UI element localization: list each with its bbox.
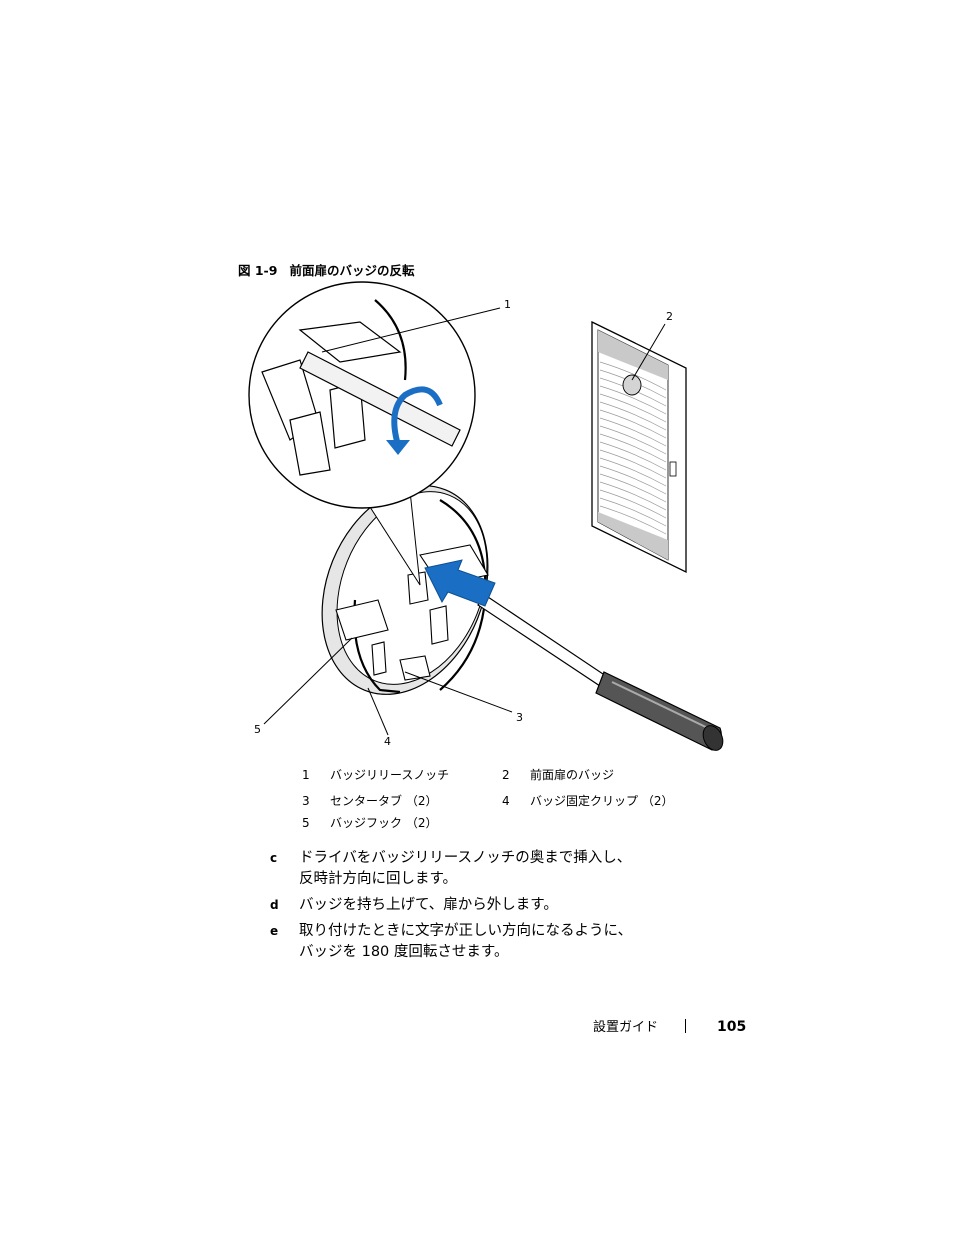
door-badge [622,374,642,396]
callout-line-1 [321,307,501,353]
callout-3: 3 [516,711,523,724]
step-text-line: 反時計方向に回します。 [299,871,458,887]
rotation-arrow-head [386,440,410,455]
legend-item: 4 バッジ固定クリップ （2） [502,792,673,809]
callout-line-4 [367,687,389,736]
legend-text: センタータブ （2） [330,794,438,808]
step-text-line: ドライバをバッジリリースノッチの奥まで挿入し、 [299,850,632,866]
page-number: 105 [717,1019,747,1035]
footer-separator [685,1019,687,1033]
legend-number: 3 [302,794,310,808]
step-text-line: バッジを持ち上げて、扉から外します。 [299,897,558,913]
callout-4: 4 [384,735,391,748]
page-footer: 設置ガイド 105 [593,1016,746,1035]
legend-item: 2 前面扉のバッジ [502,766,614,783]
front-door-drawing [591,320,687,574]
step-e: e 取り付けたときに文字が正しい方向になるように、 バッジを 180 度回転させ… [270,921,719,963]
legend-number: 5 [302,816,310,830]
figure-title: 前面扉のバッジの反転 [289,263,415,278]
door-vent-lines [599,361,667,535]
step-marker: c [270,851,278,865]
legend-text: バッジ固定クリップ （2） [530,794,674,808]
callout-line-2 [631,323,666,381]
legend-item: 1 バッジリリースノッチ [302,766,449,783]
callout-leaders [263,307,666,736]
legend-text: バッジリリースノッチ [330,768,450,782]
insertion-arrow [424,559,496,607]
door-latch [669,461,677,477]
legend-item: 5 バッジフック （2） [302,814,437,831]
step-c: c ドライバをバッジリリースノッチの奥まで挿入し、 反時計方向に回します。 [270,848,719,890]
screwdriver [477,594,724,751]
step-marker: e [270,924,279,938]
legend-text: 前面扉のバッジ [530,768,615,782]
procedure-steps: c ドライバをバッジリリースノッチの奥まで挿入し、 反時計方向に回します。 d … [270,848,719,968]
zoom-detail [248,281,476,509]
callout-line-3 [404,671,513,713]
callout-1: 1 [504,298,511,311]
legend-text: バッジフック （2） [330,816,438,830]
step-d: d バッジを持ち上げて、扉から外します。 [270,895,719,916]
step-text-line: バッジを 180 度回転させます。 [299,944,509,960]
legend-number: 1 [302,768,310,782]
footer-section: 設置ガイド [593,1020,659,1035]
callout-line-5 [263,637,353,725]
legend-number: 2 [502,768,510,782]
callout-5: 5 [254,723,261,736]
figure-number: 図 1-9 [238,263,278,278]
legend-number: 4 [502,794,510,808]
figure-caption: 図 1-9 前面扉のバッジの反転 [238,260,414,279]
step-text-line: 取り付けたときに文字が正しい方向になるように、 [299,923,633,939]
legend-item: 3 センタータブ （2） [302,792,437,809]
rotation-arrow [391,386,443,446]
step-marker: d [270,898,279,912]
callout-2: 2 [666,310,673,323]
